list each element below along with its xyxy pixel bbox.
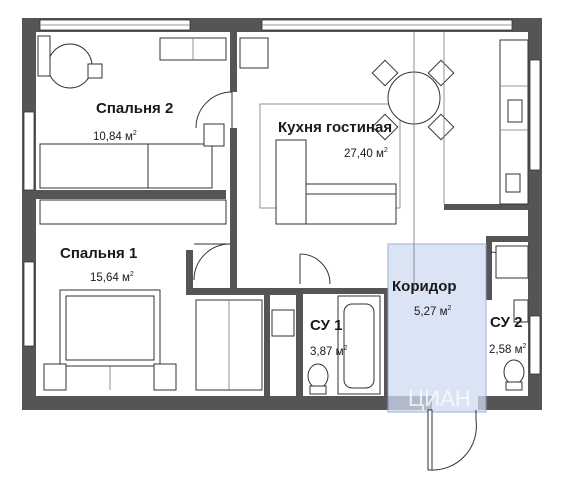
room-name-bedroom1: Спальня 1 (60, 245, 137, 262)
interior-walls (36, 32, 528, 396)
windows (23, 19, 541, 375)
room-area-bedroom1: 15,64 м2 (90, 271, 134, 284)
room-area-bath1: 3,87 м2 (310, 345, 347, 358)
room-area-bath2: 2,58 м2 (489, 343, 526, 356)
room-labels: Спальня 2 10,84 м2 Кухня гостиная 27,40 … (60, 100, 526, 358)
room-name-bedroom2: Спальня 2 (96, 100, 173, 117)
room-name-bath2: СУ 2 (490, 314, 522, 331)
room-name-corridor: Коридор (392, 278, 457, 295)
room-area-corridor: 5,27 м2 (414, 305, 451, 318)
kitchen-furniture (239, 32, 529, 290)
bedroom1-furniture (39, 199, 263, 391)
room-name-kitchen: Кухня гостиная (278, 119, 392, 136)
corridor-highlight (387, 243, 487, 413)
bedroom2-furniture (37, 35, 227, 189)
room-name-bath1: СУ 1 (310, 317, 342, 334)
room-area-bedroom2: 10,84 м2 (93, 130, 137, 143)
watermark: ЦИАН (408, 386, 471, 411)
doors (193, 91, 519, 471)
bath2-furniture (495, 245, 529, 391)
bath1-furniture (271, 295, 381, 395)
room-area-kitchen: 27,40 м2 (344, 147, 388, 160)
